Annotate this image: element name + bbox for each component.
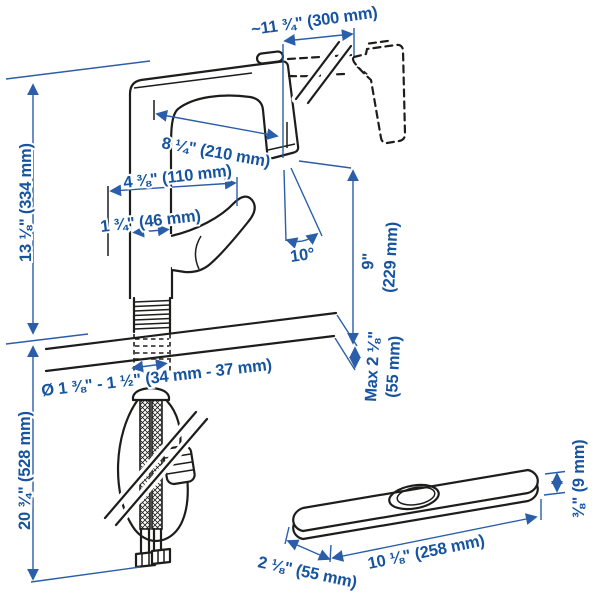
- deck-plate: [292, 468, 539, 541]
- mounting-flange: [131, 386, 171, 402]
- label-spray-angle: 10°: [289, 245, 316, 266]
- label-plate-thickness: ⅜" (9 mm): [570, 440, 588, 518]
- deck-plate-hole: [388, 483, 440, 511]
- label-total-height: 13 ⅛" (334 mm): [17, 143, 35, 262]
- pullout-spray-dashed: [286, 37, 407, 145]
- dimension-graphics: [5, 28, 566, 583]
- countertop-lines: [44, 311, 338, 373]
- break-marks-hose: [100, 407, 212, 530]
- spray-head-tip-line: [267, 143, 296, 151]
- label-spout-height-in: 9": [359, 253, 378, 271]
- label-pullout-reach: ~11 ¾" (300 mm): [250, 3, 379, 39]
- hose-nut-left: [134, 550, 157, 569]
- lever-handle: [170, 195, 256, 274]
- label-deck-max-mm: (55 mm): [383, 335, 404, 398]
- label-spout-height-mm: (229 mm): [380, 222, 402, 294]
- supply-hoses: [100, 386, 212, 569]
- threaded-shank: [132, 296, 172, 371]
- label-plate-depth: 2 ⅛" (55 mm): [256, 553, 358, 592]
- pullout-head-outline: [351, 43, 407, 145]
- break-marks-pullout: [291, 37, 356, 108]
- hose-nut-right: [150, 547, 172, 566]
- label-plate-length: 10 ⅛" (258 mm): [366, 532, 486, 573]
- label-deck-max-in: Max 2 ⅛": [362, 331, 384, 402]
- spray-button: [255, 50, 285, 65]
- label-hose-length: 20 ¾" (528 mm): [16, 411, 34, 530]
